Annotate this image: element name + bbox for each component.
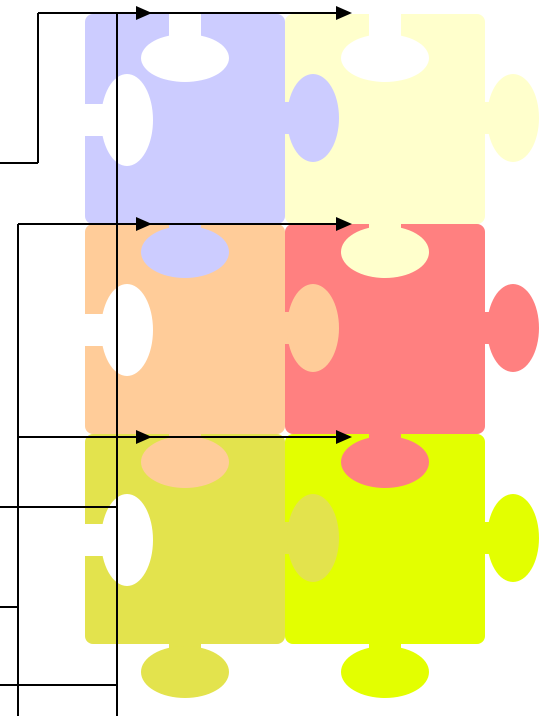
knob-head	[341, 646, 429, 698]
knob-head	[287, 284, 339, 372]
hole-stem	[369, 12, 401, 42]
hole-stem	[83, 104, 113, 136]
hole-stem	[83, 314, 113, 346]
right-knob-r1c2	[479, 74, 539, 162]
down-knob-r3c1	[141, 638, 229, 698]
knob-head	[487, 284, 539, 372]
knob-head	[141, 436, 229, 488]
right-knob-r2c2	[479, 284, 539, 372]
knob-head	[287, 74, 339, 162]
hole-stem	[169, 12, 201, 42]
knob-head	[487, 74, 539, 162]
knob-head	[341, 226, 429, 278]
knob-head	[487, 494, 539, 582]
knob-head	[141, 226, 229, 278]
knob-head	[287, 494, 339, 582]
knob-head	[341, 436, 429, 488]
down-knob-r3c2	[341, 638, 429, 698]
hole-stem	[83, 524, 113, 556]
puzzle-pieces	[83, 12, 539, 698]
knob-head	[141, 646, 229, 698]
right-knob-r3c2	[479, 494, 539, 582]
